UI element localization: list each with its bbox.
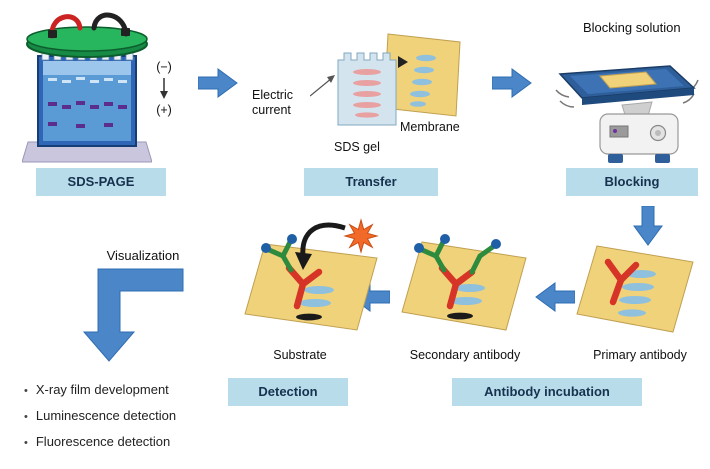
secondary-antibody-illustration: [401, 234, 527, 331]
substrate-reaction-illustration: [244, 218, 379, 331]
primary-antibody-illustration: [576, 245, 694, 333]
enzyme-conjugate-dots: [261, 234, 297, 253]
arrow-right-icon: [198, 68, 238, 98]
enzyme-conjugate-dots: [414, 234, 501, 253]
detected-band: [296, 313, 322, 321]
list-item: • X-ray film development: [24, 382, 176, 397]
black-cable-connector: [121, 28, 130, 36]
step-box-sds-page: SDS-PAGE: [36, 168, 166, 196]
visualization-label: Visualization: [106, 248, 180, 263]
arrow-down-icon: [633, 206, 663, 246]
electrode-polarity: (−) (+): [144, 60, 184, 118]
gel-membrane-sandwich-illustration: [310, 33, 461, 126]
gel-lane-dashes: [48, 77, 127, 83]
shaker-instrument-illustration: [555, 65, 699, 163]
reaction-arrow-head: [295, 252, 312, 270]
electric-current-pointer: [310, 77, 333, 97]
gel-protein-bands: [353, 69, 381, 118]
secondary-antibody-label: Secondary antibody: [409, 348, 521, 362]
bullet-icon: •: [24, 437, 28, 449]
reaction-curved-arrow-icon: [300, 222, 346, 257]
transfer-illustration: Electric current SDS gel Membrane: [252, 28, 470, 168]
step-box-blocking: Blocking: [566, 168, 698, 196]
shaker-foot: [655, 154, 670, 163]
sds-gel-sheet: [337, 52, 397, 126]
sds-gel-label: SDS gel: [334, 140, 380, 154]
membrane-label: Membrane: [400, 120, 460, 134]
list-item: • Luminescence detection: [24, 408, 176, 423]
buffer-top: [43, 61, 131, 75]
bullet-icon: •: [24, 385, 28, 397]
step-box-detection: Detection: [228, 378, 348, 406]
red-cable-connector: [48, 30, 57, 38]
display-indicator: [613, 129, 617, 133]
membrane-bands: [410, 54, 436, 107]
electric-current-label: Electric current: [252, 88, 293, 117]
negative-electrode-label: (−): [156, 60, 172, 74]
membrane-bands: [618, 270, 656, 317]
blocking-solution-label: Blocking solution: [583, 20, 681, 35]
shaker-knob-center: [655, 130, 661, 136]
visualization-methods-list: • X-ray film development • Luminescence de…: [24, 382, 176, 460]
protein-bands-purple: [48, 101, 127, 128]
shaker-display: [609, 125, 629, 138]
arrow-left-icon: [535, 282, 575, 312]
step-box-transfer: Transfer: [304, 168, 438, 196]
substrate-label: Substrate: [273, 348, 327, 362]
membrane-bands: [299, 286, 334, 307]
membrane-bands: [450, 284, 485, 305]
shaker-body: [599, 113, 679, 155]
positive-electrode-label: (+): [156, 103, 172, 117]
transfer-direction-arrow-icon: [398, 56, 408, 68]
detected-band: [447, 312, 473, 320]
membrane-on-tray: [599, 71, 657, 89]
shaker-foot: [608, 154, 623, 163]
bullet-icon: •: [24, 411, 28, 423]
method-text: Fluorescence detection: [35, 434, 171, 449]
signal-star-icon: [343, 218, 379, 254]
arrow-right-icon: [492, 68, 532, 98]
method-text: X-ray film development: [35, 382, 169, 397]
method-text: Luminescence detection: [35, 408, 177, 423]
step-box-antibody-incubation: Antibody incubation: [452, 378, 642, 406]
electrode-down-arrow-icon: [160, 78, 168, 99]
list-item: • Fluorescence detection: [24, 434, 176, 449]
primary-antibody-label: Primary antibody: [593, 348, 687, 362]
electric-current-pointer-head: [327, 75, 335, 83]
visualization-elbow-arrow-icon: [82, 268, 184, 362]
primary-antibody-y: [604, 258, 640, 306]
sds-page-apparatus-illustration: [22, 12, 152, 163]
tray-front-edge: [582, 88, 694, 105]
